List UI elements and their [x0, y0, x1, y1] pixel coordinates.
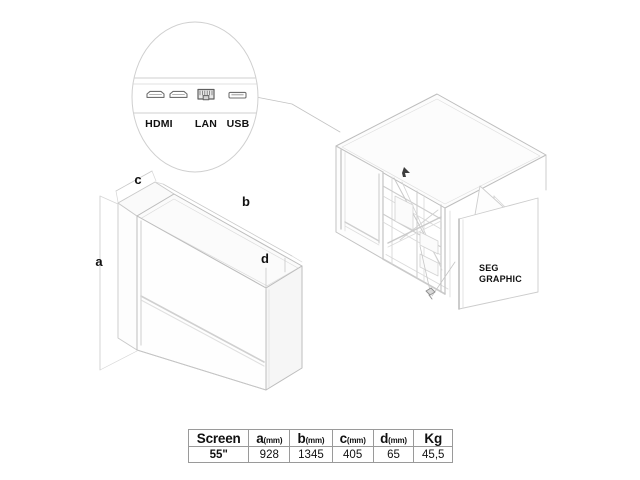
cabinet-right-face — [265, 265, 303, 391]
spec-table-container: Screen a(mm) b(mm) c(mm) d(mm) — [187, 429, 453, 463]
th-a: a(mm) — [248, 429, 291, 447]
usb-label: USB — [227, 118, 250, 130]
dimension-c — [115, 170, 157, 203]
dimension-b — [154, 181, 303, 263]
cell-screen: 55" — [187, 446, 250, 463]
dimension-a — [99, 195, 138, 371]
th-screen: Screen — [187, 429, 250, 447]
fastener-leader-line — [419, 245, 456, 297]
table-header-row: Screen a(mm) b(mm) c(mm) d(mm) — [187, 429, 453, 447]
dimension-label-b: b — [242, 194, 250, 209]
detail-leader-line — [255, 96, 341, 133]
cell-kg: 45,5 — [413, 446, 453, 463]
hdmi-label: HDMI — [145, 118, 173, 130]
cell-c: 405 — [331, 446, 374, 463]
th-a-unit: (mm) — [263, 435, 283, 445]
cell-d: 65 — [372, 446, 415, 463]
dimension-label-c: c — [134, 172, 141, 187]
dimension-d — [265, 257, 286, 291]
internal-arrow-icon — [402, 167, 410, 177]
th-d: d(mm) — [372, 429, 415, 447]
th-c: c(mm) — [331, 429, 374, 447]
spec-table: Screen a(mm) b(mm) c(mm) d(mm) — [187, 429, 453, 463]
cell-a: 928 — [248, 446, 291, 463]
th-b-unit: (mm) — [305, 435, 325, 445]
fastener-hardware-icon — [425, 287, 436, 300]
th-c-unit: (mm) — [346, 435, 366, 445]
hdmi-port-icon — [169, 90, 188, 98]
lan-label: LAN — [195, 118, 217, 130]
hdmi-port-icon — [146, 90, 165, 98]
th-b: b(mm) — [289, 429, 333, 447]
usb-port-icon — [228, 91, 247, 99]
th-a-label: a — [256, 430, 264, 446]
cell-b: 1345 — [289, 446, 333, 463]
seg-graphic-label-line1: SEG — [479, 263, 499, 273]
th-screen-label: Screen — [196, 430, 241, 446]
table-row: 55" 928 1345 405 65 45,5 — [187, 446, 453, 463]
th-kg-label: Kg — [424, 430, 443, 446]
seg-graphic-panel — [458, 197, 539, 310]
detail-circle-outline — [131, 21, 259, 173]
th-d-label: d — [380, 430, 389, 446]
th-c-label: c — [339, 430, 348, 446]
cabinet-internal-frame-view — [335, 93, 547, 310]
connector-detail-callout — [131, 21, 259, 173]
th-b-label: b — [297, 430, 306, 446]
cabinet-front-isometric-view — [99, 170, 303, 391]
lan-port-icon — [197, 88, 215, 101]
dimension-label-a: a — [95, 254, 103, 269]
th-kg: Kg — [413, 429, 453, 447]
dimension-label-d: d — [261, 251, 269, 266]
seg-graphic-label-line2: GRAPHIC — [479, 274, 522, 284]
th-d-unit: (mm) — [388, 435, 407, 445]
